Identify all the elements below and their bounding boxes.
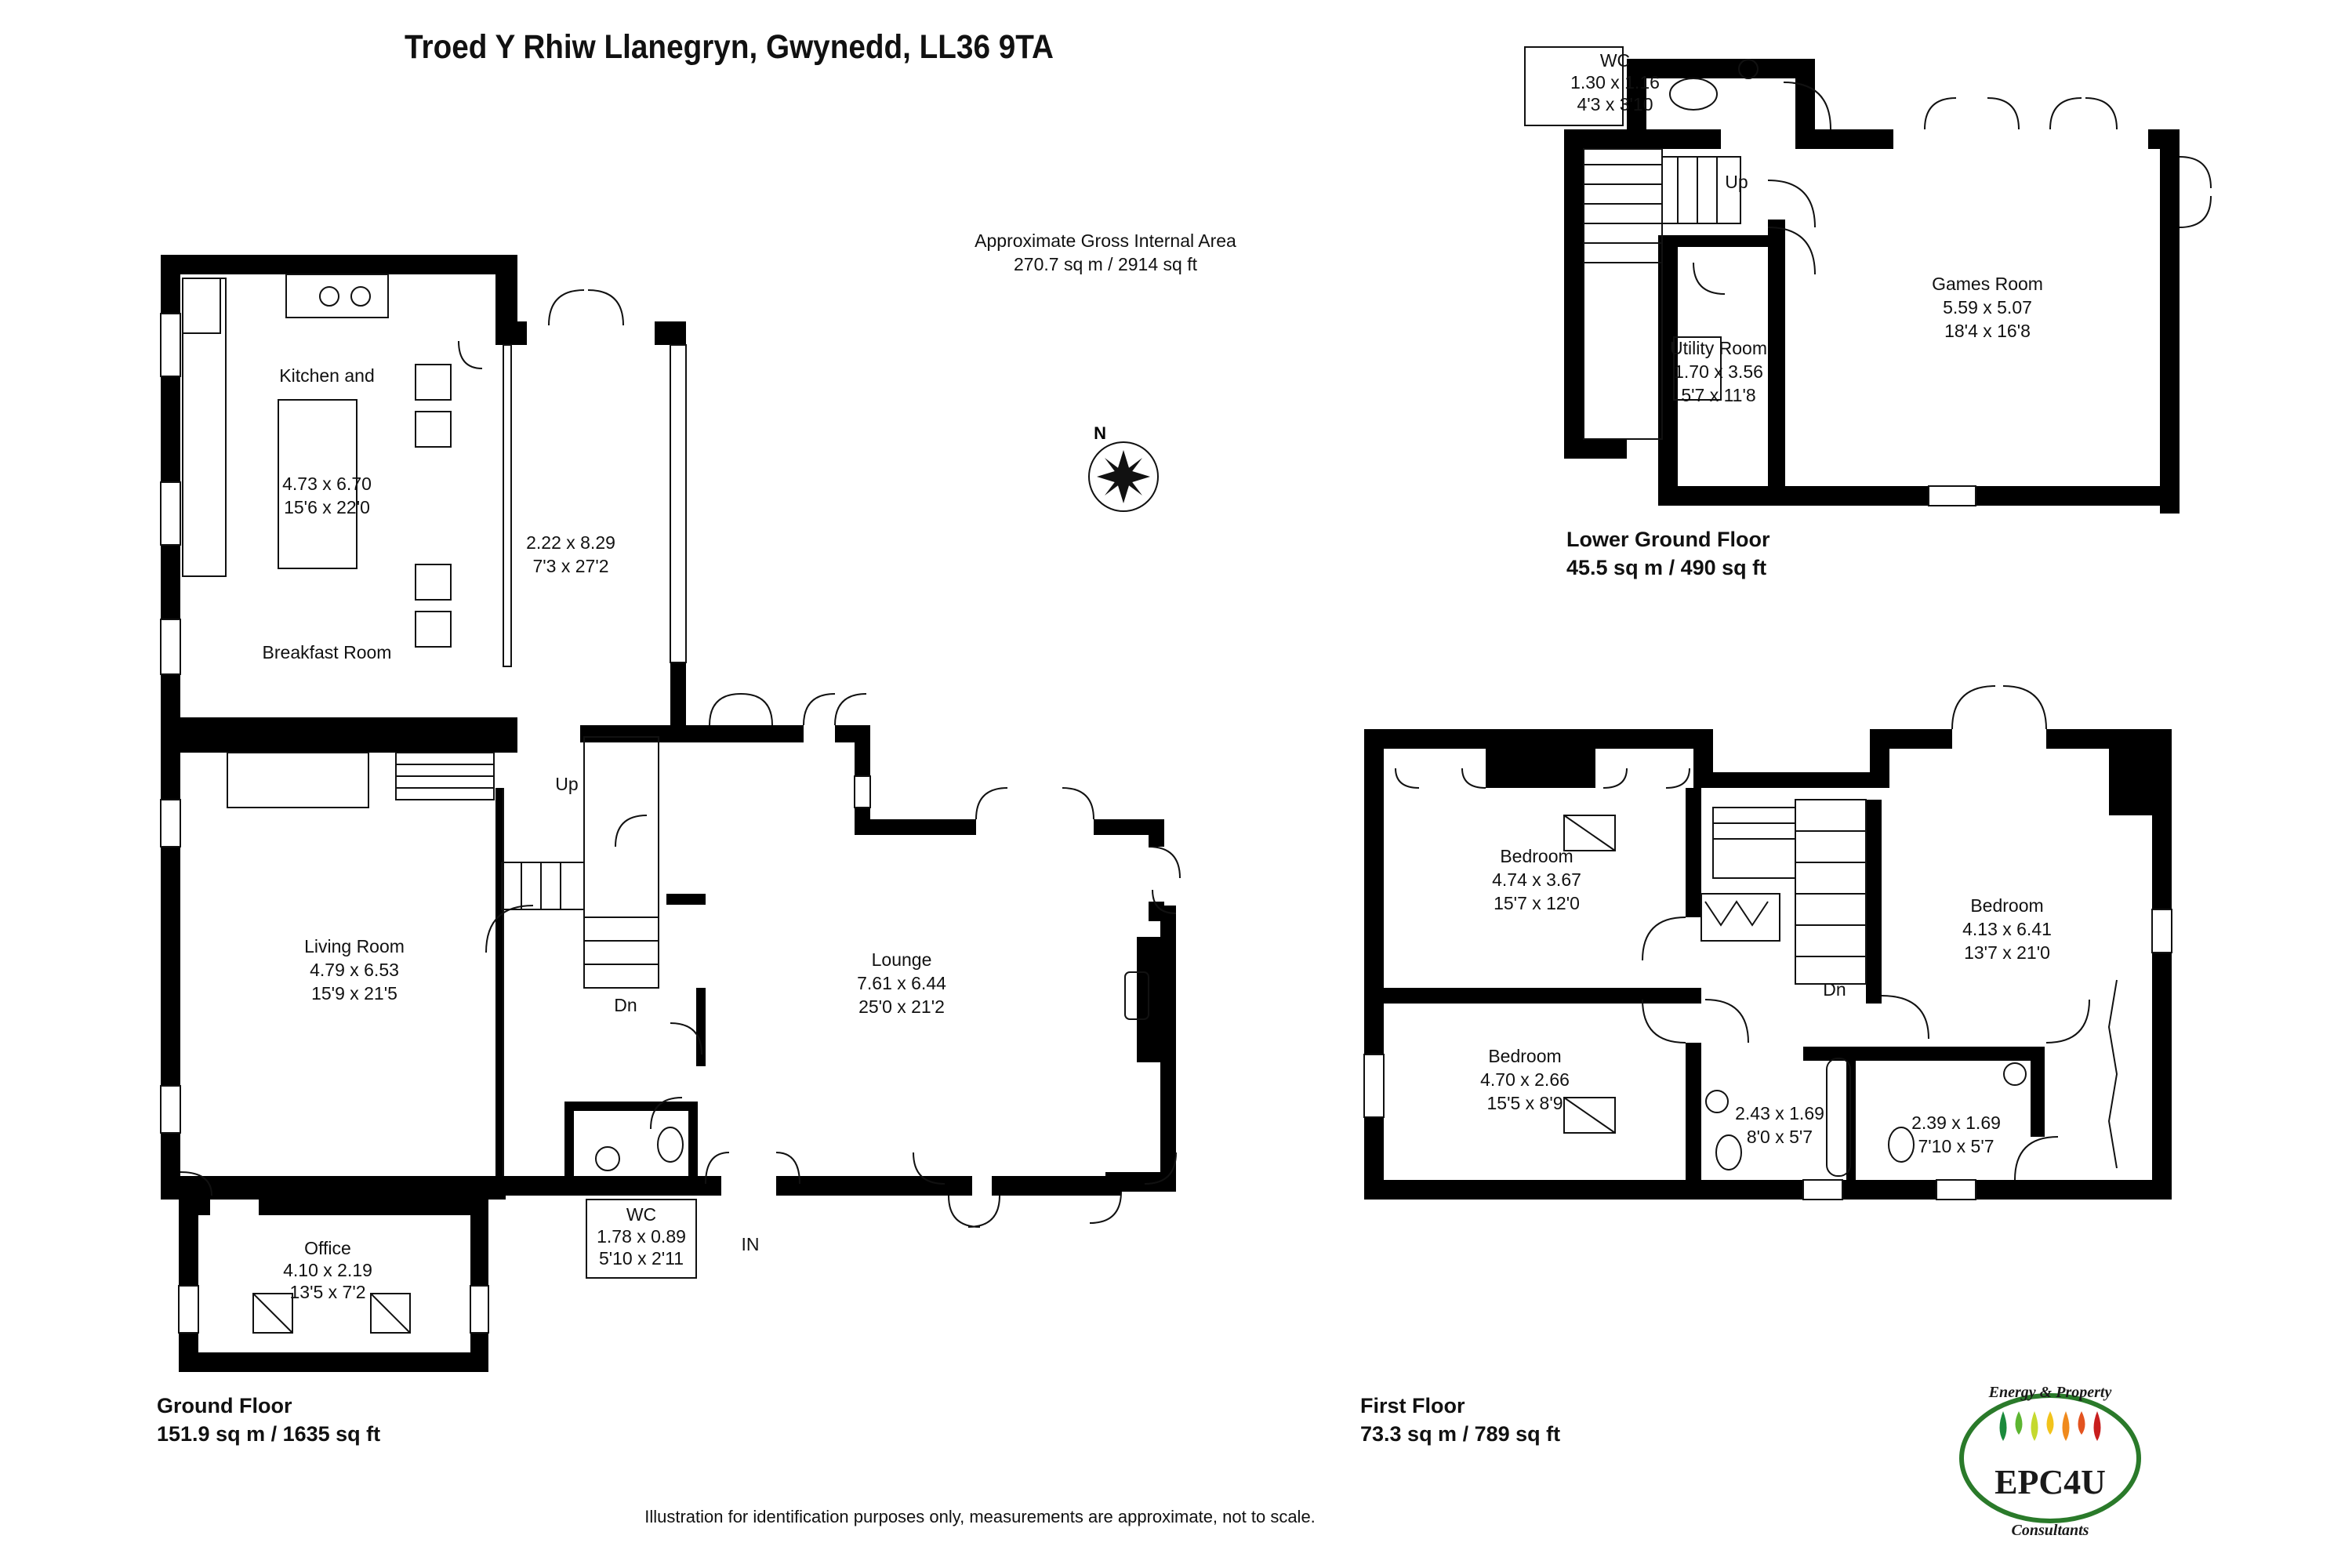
lower-ground-floor-plan [1564, 59, 2180, 514]
first-floor-label: First Floor 73.3 sq m / 789 sq ft [1360, 1392, 1560, 1448]
entrance-label: IN [742, 1234, 760, 1254]
bed3-name: Bedroom [1970, 895, 2043, 916]
energy-drop [2031, 1411, 2038, 1441]
bed2-imperial: 15'5 x 8'9 [1486, 1093, 1563, 1113]
bath1-imperial: 8'0 x 5'7 [1747, 1127, 1813, 1147]
north-label: N [1094, 423, 1106, 443]
gross-area-label: Approximate Gross Internal Area [975, 230, 1236, 251]
room-labels: Kitchen and 4.73 x 6.70 15'6 x 22'0 Brea… [263, 50, 2052, 1302]
utility-imperial: 5'7 x 11'8 [1681, 385, 1755, 405]
bath2-imperial: 7'10 x 5'7 [1918, 1136, 1994, 1156]
plan-title: Troed Y Rhiw Llanegryn, Gwynedd, LL36 9T… [405, 28, 1054, 66]
lounge-name: Lounge [872, 949, 932, 970]
energy-drop [2015, 1411, 2023, 1435]
bed2-name: Bedroom [1488, 1046, 1561, 1066]
lower-ground-floor-label: Lower Ground Floor 45.5 sq m / 490 sq ft [1566, 525, 1769, 582]
ground-stair-dn: Dn [614, 995, 637, 1015]
wc-ground-metric: 1.78 x 0.89 [597, 1226, 686, 1247]
first-floor-plan [1364, 729, 2172, 1200]
wc-ground-name: WC [626, 1204, 656, 1225]
logo-main-text: EPC4U [1994, 1463, 2106, 1501]
ground-floor-fixtures [160, 274, 1181, 1334]
first-floor-fixtures [1363, 685, 2172, 1200]
bed2-metric: 4.70 x 2.66 [1480, 1069, 1570, 1090]
north-compass-icon: N [1088, 423, 1159, 512]
ground-floor-name: Ground Floor [157, 1394, 292, 1417]
lounge-metric: 7.61 x 6.44 [857, 973, 946, 993]
disclaimer: Illustration for identification purposes… [644, 1507, 1316, 1526]
bed1-metric: 4.74 x 3.67 [1492, 869, 1581, 890]
bath2-metric: 2.39 x 1.69 [1911, 1112, 2001, 1133]
logo-top-text: Energy & Property [1988, 1384, 2112, 1401]
office-metric: 4.10 x 2.19 [283, 1260, 372, 1280]
games-metric: 5.59 x 5.07 [1943, 297, 2032, 318]
first-stair-dn: Dn [1823, 979, 1846, 1000]
wc-lower-imperial: 4'3 x 3'10 [1577, 94, 1653, 114]
gross-area-value: 270.7 sq m / 2914 sq ft [1014, 254, 1197, 274]
energy-drop [2062, 1411, 2070, 1441]
wc-ground-imperial: 5'10 x 2'11 [599, 1248, 684, 1269]
bed1-name: Bedroom [1500, 846, 1573, 866]
energy-drop [2046, 1411, 2054, 1435]
games-name: Games Room [1932, 274, 2043, 294]
living-name: Living Room [304, 936, 405, 956]
kitchen-name-line1: Kitchen and [279, 365, 374, 386]
games-imperial: 18'4 x 16'8 [1944, 321, 2031, 341]
office-imperial: 13'5 x 7'2 [289, 1282, 365, 1302]
ground-floor-label: Ground Floor 151.9 sq m / 1635 sq ft [157, 1392, 380, 1448]
epc4u-logo-mark: Energy & Property EPC4U Consultants [1944, 1364, 2156, 1544]
utility-name: Utility Room [1670, 338, 1767, 358]
kitchen-imperial: 15'6 x 22'0 [284, 497, 370, 517]
gross-internal-area: Approximate Gross Internal Area 270.7 sq… [909, 229, 1301, 276]
energy-drop [2093, 1411, 2101, 1441]
ground-stair-up: Up [555, 774, 578, 794]
lower-ground-floor-area: 45.5 sq m / 490 sq ft [1566, 556, 1767, 579]
wc-lower-label-box [1524, 46, 1624, 126]
energy-drops [1999, 1411, 2101, 1441]
bed3-metric: 4.13 x 6.41 [1962, 919, 2052, 939]
energy-drop [2078, 1411, 2085, 1435]
wc-lower-name: WC [1600, 50, 1630, 71]
kitchen-name-line2: Breakfast Room [263, 642, 392, 662]
ground-floor-area: 151.9 sq m / 1635 sq ft [157, 1422, 381, 1446]
bed1-imperial: 15'7 x 12'0 [1494, 893, 1580, 913]
hall-imperial: 7'3 x 27'2 [532, 556, 608, 576]
utility-metric: 1.70 x 3.56 [1674, 361, 1763, 382]
lounge-imperial: 25'0 x 21'2 [858, 996, 945, 1017]
wc-ground-label: WC 1.78 x 0.89 5'10 x 2'11 [586, 1199, 697, 1279]
first-floor-area: 73.3 sq m / 789 sq ft [1360, 1422, 1561, 1446]
wc-lower-metric: 1.30 x 1.16 [1570, 72, 1660, 93]
logo-bottom-text: Consultants [2012, 1522, 2089, 1539]
lower-stair-up: Up [1725, 172, 1748, 192]
energy-drop [1999, 1411, 2007, 1441]
bath1-metric: 2.43 x 1.69 [1735, 1103, 1824, 1123]
office-name: Office [304, 1238, 351, 1258]
hall-metric: 2.22 x 8.29 [526, 532, 615, 553]
living-imperial: 15'9 x 21'5 [311, 983, 397, 1004]
living-metric: 4.79 x 6.53 [310, 960, 399, 980]
first-floor-name: First Floor [1360, 1394, 1465, 1417]
kitchen-metric: 4.73 x 6.70 [282, 474, 372, 494]
lower-ground-fixtures [1583, 59, 2212, 506]
bed3-imperial: 13'7 x 21'0 [1964, 942, 2050, 963]
lower-ground-floor-name: Lower Ground Floor [1566, 528, 1770, 551]
